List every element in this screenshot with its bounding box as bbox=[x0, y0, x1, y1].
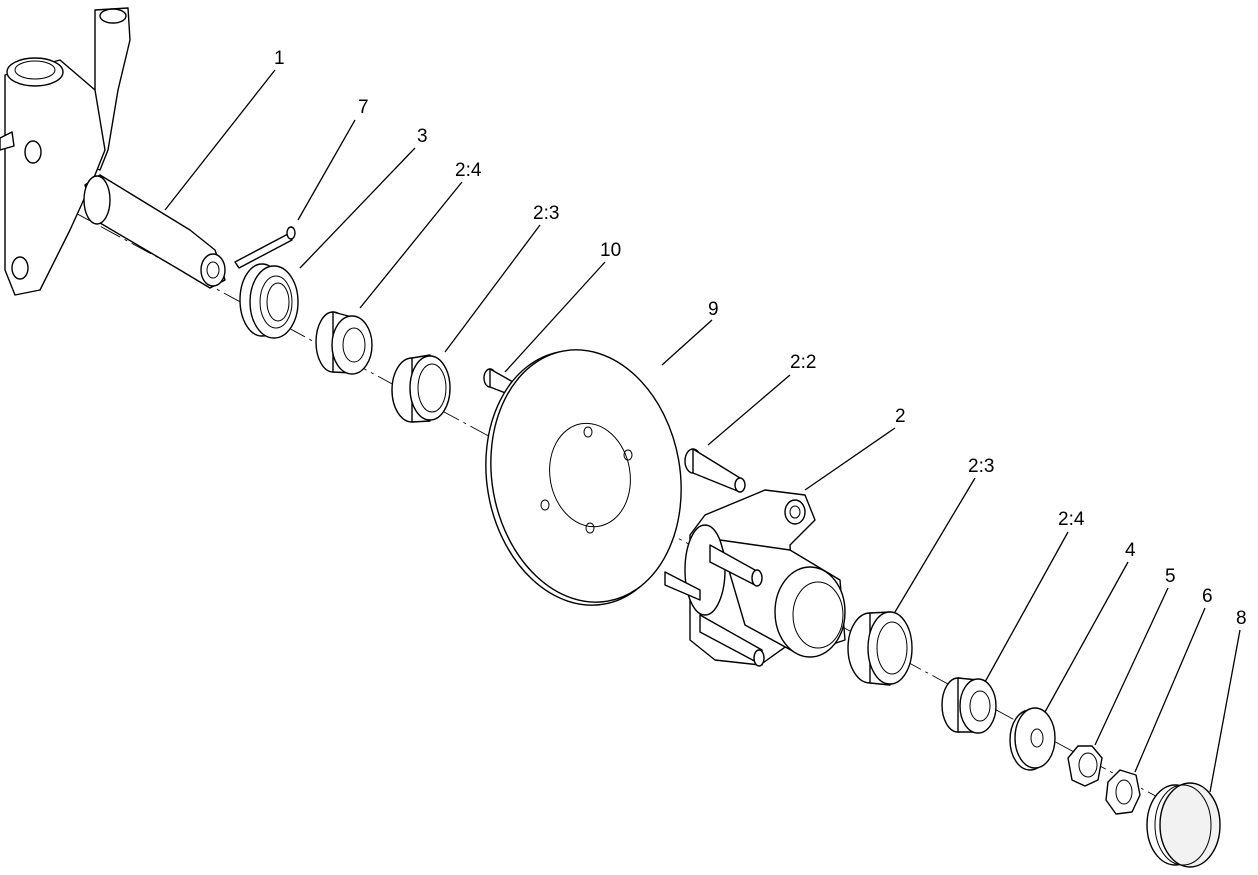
callout-labels: 1 7 3 2:4 2:3 10 9 2:2 2 2:3 2:4 4 5 6 8 bbox=[274, 48, 1247, 629]
callout-2-2: 2:2 bbox=[790, 352, 816, 373]
leader-2-4a bbox=[359, 181, 463, 309]
leader-4 bbox=[1044, 561, 1129, 713]
spindle-part bbox=[0, 7, 226, 296]
leader-6 bbox=[1134, 607, 1206, 773]
leader-2 bbox=[804, 427, 896, 491]
callout-4: 4 bbox=[1125, 540, 1136, 561]
callout-5: 5 bbox=[1165, 566, 1176, 587]
seal-part bbox=[239, 263, 299, 339]
leader-7 bbox=[297, 119, 356, 221]
hub-part bbox=[664, 489, 846, 667]
leader-2-3b bbox=[894, 477, 976, 613]
callout-2-3a: 2:3 bbox=[533, 203, 559, 224]
bearing-cone-left-part bbox=[315, 311, 373, 375]
washer-part bbox=[1009, 707, 1056, 771]
leader-8 bbox=[1209, 629, 1241, 793]
leader-9 bbox=[661, 319, 713, 366]
leader-2-3a bbox=[444, 224, 541, 353]
callout-1: 1 bbox=[274, 48, 285, 69]
cotter-pin-part bbox=[234, 226, 296, 269]
leader-10 bbox=[504, 261, 606, 373]
callout-3: 3 bbox=[417, 126, 428, 147]
callout-2-4b: 2:4 bbox=[1058, 509, 1085, 530]
leader-lines bbox=[164, 69, 1241, 793]
callout-9: 9 bbox=[708, 299, 719, 320]
dust-cap-part bbox=[1146, 782, 1221, 868]
bearing-cone-right-part bbox=[941, 677, 997, 734]
callout-2-3b: 2:3 bbox=[968, 456, 994, 477]
leader-2-2 bbox=[707, 374, 791, 446]
callout-8: 8 bbox=[1236, 608, 1247, 629]
callout-2-4a: 2:4 bbox=[455, 160, 482, 181]
brake-disc-part bbox=[485, 349, 682, 606]
callout-10: 10 bbox=[600, 240, 621, 261]
wheel-stud-part bbox=[684, 448, 746, 493]
leader-3 bbox=[299, 147, 416, 269]
callout-2: 2 bbox=[895, 406, 906, 427]
leader-1 bbox=[164, 69, 276, 211]
nut-retainer-part bbox=[1105, 769, 1141, 815]
callout-7: 7 bbox=[358, 97, 369, 118]
leader-5 bbox=[1094, 587, 1169, 746]
bearing-cup-left-part bbox=[391, 354, 451, 423]
nut-part bbox=[1067, 745, 1103, 787]
leader-2-4b bbox=[984, 531, 1069, 683]
bearing-cup-right-part bbox=[847, 611, 913, 686]
callout-6: 6 bbox=[1202, 586, 1213, 607]
